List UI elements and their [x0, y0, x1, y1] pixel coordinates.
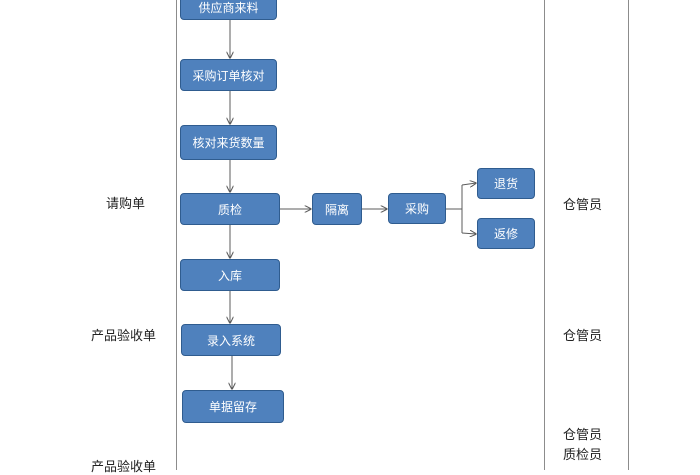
step-enter-system: 录入系统: [181, 324, 281, 356]
step-supplier-material: 供应商来料: [180, 0, 277, 20]
step-isolate: 隔离: [312, 193, 362, 225]
step-warehouse-in: 入库: [180, 259, 280, 291]
step-repair: 返修: [477, 218, 535, 249]
column-divider-middle: [544, 0, 545, 470]
column-divider-right: [628, 0, 629, 470]
left-label-acceptance-2: 产品验收单: [91, 460, 157, 475]
step-purchase: 采购: [388, 193, 446, 224]
arrow-to-return: [461, 183, 476, 185]
step-po-check: 采购订单核对: [180, 59, 277, 91]
left-label-acceptance-1: 产品验收单: [91, 329, 157, 344]
column-divider-left: [176, 0, 177, 470]
left-label-requisition: 请购单: [106, 197, 146, 212]
step-document-keep: 单据留存: [182, 390, 284, 423]
right-label-warehouse-keeper-2: 仓管员: [563, 329, 603, 344]
step-return-goods: 退货: [477, 168, 535, 199]
right-label-warehouse-keeper-1: 仓管员: [563, 198, 603, 213]
arrow-to-repair: [461, 233, 476, 234]
step-quality-inspection: 质检: [180, 193, 280, 225]
right-label-quality-inspector: 质检员: [563, 448, 603, 463]
step-quantity-check: 核对来货数量: [180, 125, 277, 160]
right-label-warehouse-keeper-3: 仓管员: [563, 428, 603, 443]
